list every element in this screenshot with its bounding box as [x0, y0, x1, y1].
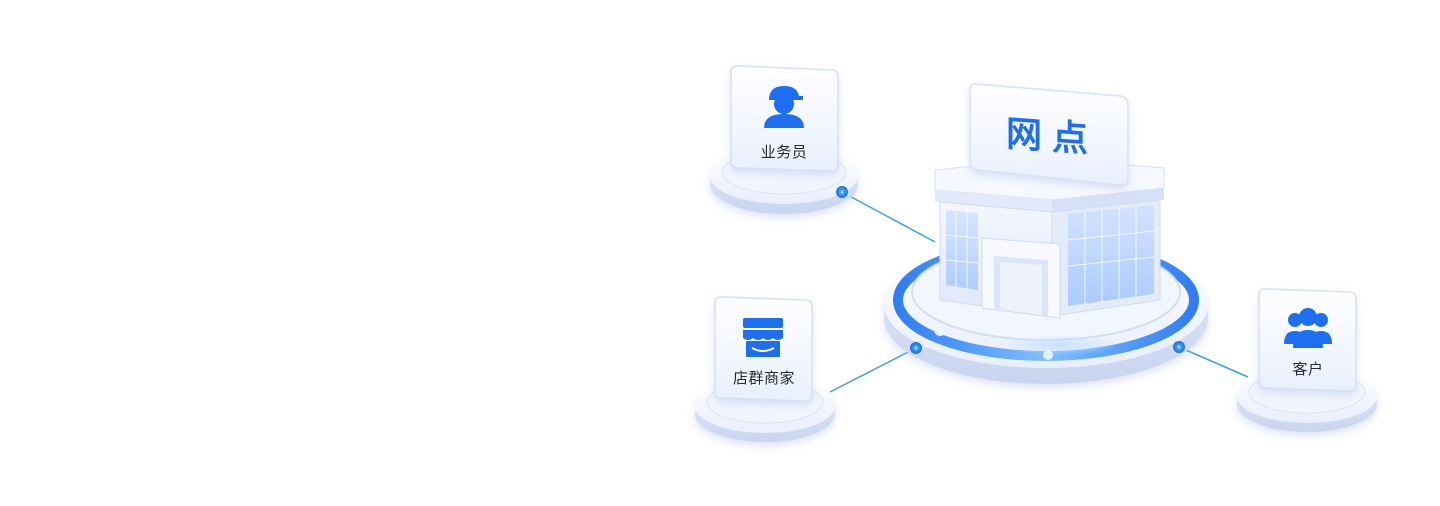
- node-label-salesperson: 业务员: [760, 143, 808, 161]
- hub-building: [934, 157, 1165, 319]
- connector-salesperson: [841, 191, 936, 243]
- hub-label: 网点: [1006, 113, 1099, 162]
- node-merchant-graphic: [695, 296, 922, 442]
- customers-icon: [1284, 308, 1332, 348]
- node-salesperson-graphic: [710, 65, 858, 214]
- node-label-merchant: 店群商家: [732, 369, 795, 387]
- connector-customer: [1178, 346, 1249, 378]
- connector-lines: [829, 191, 1249, 393]
- hub-sign: [969, 83, 1129, 186]
- node-label-customer: 客户: [1292, 360, 1324, 378]
- node-customer-graphic: [1173, 288, 1377, 432]
- connector-merchant: [829, 347, 917, 393]
- storefront-icon: [743, 318, 783, 357]
- salesperson-icon: [764, 86, 804, 128]
